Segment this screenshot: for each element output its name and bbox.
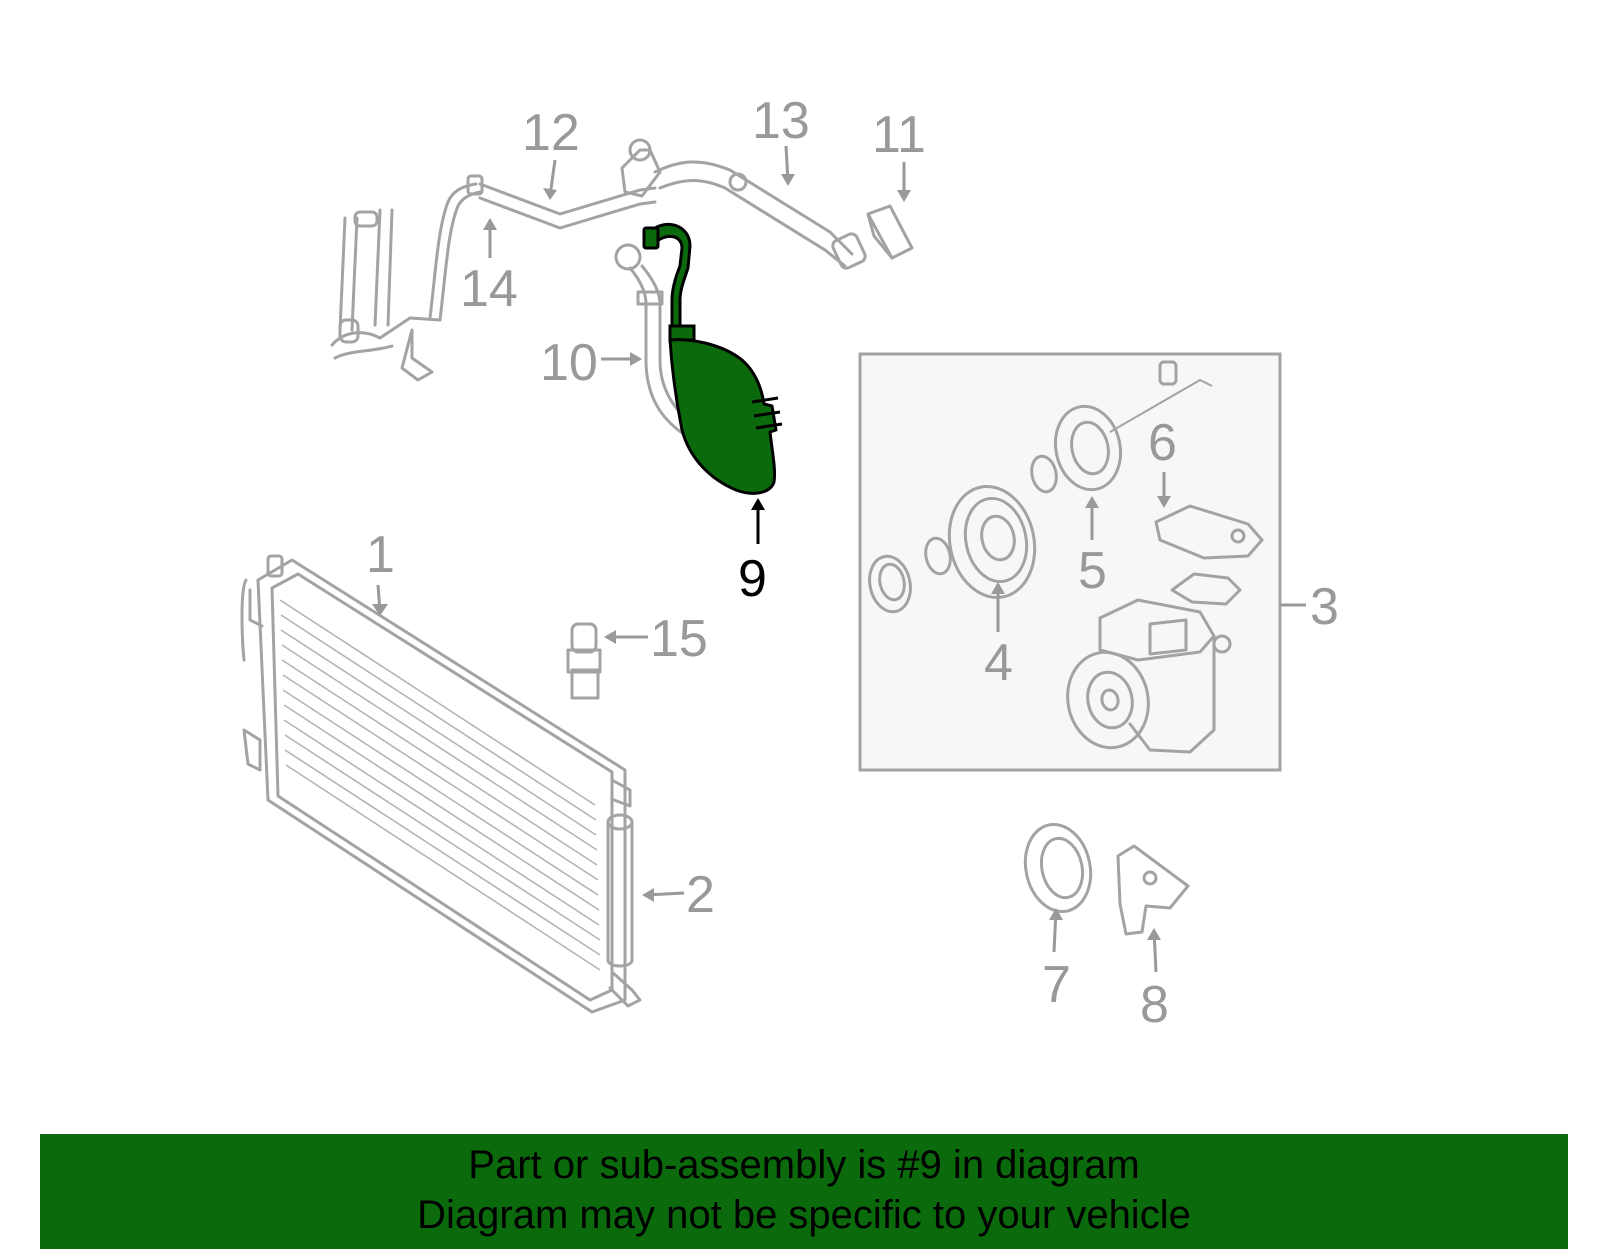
leader-lines [372,145,1306,973]
part-5-field-coil[interactable] [1029,360,1213,496]
info-banner: Part or sub-assembly is #9 in diagram Di… [40,1134,1568,1249]
compressor-body[interactable] [1059,598,1232,755]
callout-11: 11 [872,106,926,164]
part-3-compressor-inset[interactable] [858,352,1282,772]
callout-4: 4 [984,634,1013,692]
callout-2: 2 [686,866,715,924]
callout-15: 15 [650,610,708,668]
callout-14: 14 [460,260,518,318]
part-14-tube-assembly[interactable] [330,174,484,382]
part-9-discharge-hose[interactable] [642,223,783,495]
callout-numbers: 1 2 3 4 5 6 7 8 9 10 11 12 13 14 15 [366,92,1339,1034]
callout-8: 8 [1140,976,1169,1034]
part-7-shaft-seal[interactable] [1018,818,1099,917]
part-12-tube-assembly[interactable] [478,138,662,230]
callout-1: 1 [366,526,395,584]
callout-7: 7 [1042,956,1071,1014]
part-6-valve-cover[interactable] [1154,504,1264,606]
callout-12: 12 [522,104,580,162]
ac-system-diagram: 1 2 3 4 5 6 7 8 9 10 11 12 13 14 15 [240,92,1339,1034]
part-8-bracket[interactable] [1116,844,1190,936]
banner-line-part-number: Part or sub-assembly is #9 in diagram [468,1143,1140,1187]
callout-6: 6 [1148,414,1177,472]
callout-13: 13 [752,92,810,150]
banner-line-disclaimer: Diagram may not be specific to your vehi… [417,1193,1191,1237]
part-4-pulley[interactable] [865,478,1045,615]
part-15-pressure-switch[interactable] [566,622,602,700]
callout-9: 9 [738,550,767,608]
part-11-pressure-switch[interactable] [866,204,914,260]
callout-10: 10 [540,334,598,392]
callout-3: 3 [1310,578,1339,636]
callout-5: 5 [1078,542,1107,600]
part-13-tube-assembly[interactable] [653,160,867,270]
part-2-receiver-drier[interactable] [606,778,642,1008]
part-1-condenser[interactable] [240,554,627,1014]
